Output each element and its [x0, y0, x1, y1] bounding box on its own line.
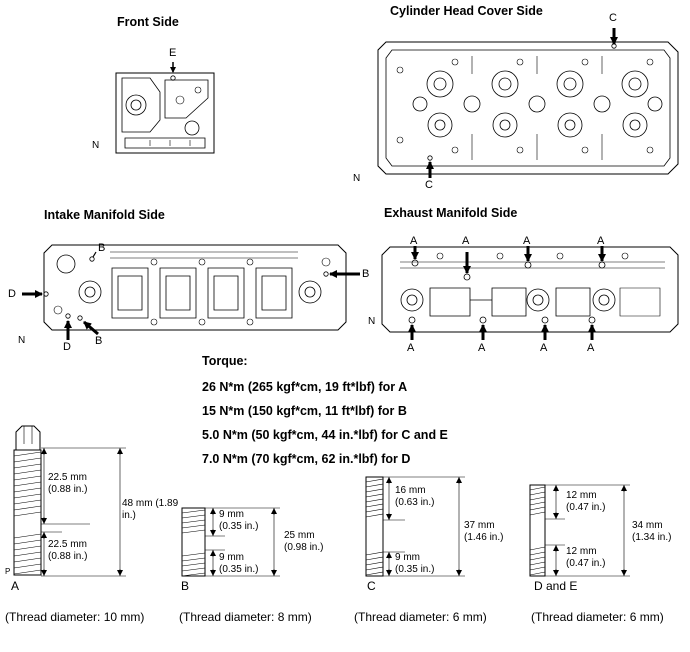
stud-a-upper-mm: 22.5 mm [48, 472, 87, 483]
stud-de-total-in: (1.34 in.) [632, 532, 672, 543]
label-b-bottom: B [95, 335, 103, 347]
stud-c-total-mm: 37 mm [464, 520, 495, 531]
a-bolt-holes [408, 259, 606, 324]
stud-c-drawing [365, 476, 465, 577]
label-b-top: B [98, 242, 106, 254]
stud-a-label: A [11, 579, 20, 593]
label-a-6: A [478, 342, 486, 354]
intake-side-view [22, 244, 360, 340]
stud-de-label: D and E [534, 579, 578, 593]
stud-c-total-in: (1.46 in.) [464, 532, 504, 543]
stud-b-upper-in: (0.35 in.) [219, 521, 259, 532]
label-a-4: A [597, 235, 605, 247]
stud-c-lower-in: (0.35 in.) [395, 564, 435, 575]
cover-side-title: Cylinder Head Cover Side [390, 4, 543, 18]
stud-de-upper-in: (0.47 in.) [566, 502, 606, 513]
stud-c-threads [365, 478, 384, 576]
stud-a-lower-mm: 22.5 mm [48, 539, 87, 550]
orientation-front: N [92, 140, 100, 151]
torque-line-b: 15 N*m (150 kgf*cm, 11 ft*lbf) for B [202, 404, 407, 418]
stud-a-drawing [13, 425, 126, 577]
label-d-left: D [8, 288, 16, 300]
label-c-bottom: C [425, 179, 433, 191]
label-a-2: A [462, 235, 470, 247]
stud-c-thread: (Thread diameter: 6 mm) [354, 610, 487, 624]
stud-b-lower-in: (0.35 in.) [219, 564, 259, 575]
label-a-5: A [407, 342, 415, 354]
torque-line-d: 7.0 N*m (70 kgf*cm, 62 in.*lbf) for D [202, 452, 411, 466]
cover-side-view [377, 28, 679, 178]
label-a-7: A [540, 342, 548, 354]
stud-b-threads [181, 509, 206, 577]
leader-b-top [92, 251, 97, 258]
stud-c-lower-mm: 9 mm [395, 552, 420, 563]
stud-c-upper-mm: 16 mm [395, 485, 426, 496]
label-a-3: A [523, 235, 531, 247]
exhaust-arrows [408, 246, 606, 340]
stud-de-threads [529, 486, 546, 576]
label-c-top: C [609, 12, 617, 24]
stud-a-thread: (Thread diameter: 10 mm) [5, 610, 145, 624]
label-b-right: B [362, 268, 370, 280]
stud-b-drawing [181, 507, 280, 577]
arrow-b-bottom [83, 320, 99, 336]
stud-c-label: C [367, 579, 376, 593]
intake-side-title: Intake Manifold Side [44, 208, 165, 222]
stud-de-thread: (Thread diameter: 6 mm) [531, 610, 664, 624]
stud-a-lower-in: (0.88 in.) [48, 551, 88, 562]
stud-de-lower-mm: 12 mm [566, 546, 597, 557]
label-a-1: A [410, 235, 418, 247]
orientation-intake: N [18, 335, 26, 346]
stud-de-upper-mm: 12 mm [566, 490, 597, 501]
stud-b-label: B [181, 579, 190, 593]
stud-de-lower-in: (0.47 in.) [566, 558, 606, 569]
stud-d-and-e-drawing [529, 484, 630, 577]
front-side-title: Front Side [117, 15, 179, 29]
stud-a-threads [13, 451, 42, 575]
stud-b-upper-mm: 9 mm [219, 509, 244, 520]
front-side-view [115, 62, 215, 154]
torque-line-a: 26 N*m (265 kgf*cm, 19 ft*lbf) for A [202, 380, 408, 394]
exhaust-side-view [381, 246, 679, 340]
stud-c-upper-in: (0.63 in.) [395, 497, 435, 508]
label-a-8: A [587, 342, 595, 354]
orientation-exhaust: N [368, 316, 376, 327]
orientation-cover: N [353, 173, 361, 184]
stud-a-total-mm: 48 mm (1.89 [122, 498, 179, 509]
torque-heading: Torque: [202, 354, 248, 368]
stud-a-mark: P [5, 567, 11, 576]
label-d-bottom: D [63, 341, 71, 353]
label-e: E [169, 47, 177, 59]
stud-de-total-mm: 34 mm [632, 520, 663, 531]
torque-line-c-e: 5.0 N*m (50 kgf*cm, 44 in.*lbf) for C an… [202, 428, 448, 442]
exhaust-side-title: Exhaust Manifold Side [384, 206, 518, 220]
stud-b-thread: (Thread diameter: 8 mm) [179, 610, 312, 624]
stud-a-total-in: in.) [122, 510, 136, 521]
stud-b-total-mm: 25 mm [284, 530, 315, 541]
stud-b-total-in: (0.98 in.) [284, 542, 324, 553]
stud-a-upper-in: (0.88 in.) [48, 484, 88, 495]
stud-b-lower-mm: 9 mm [219, 552, 244, 563]
